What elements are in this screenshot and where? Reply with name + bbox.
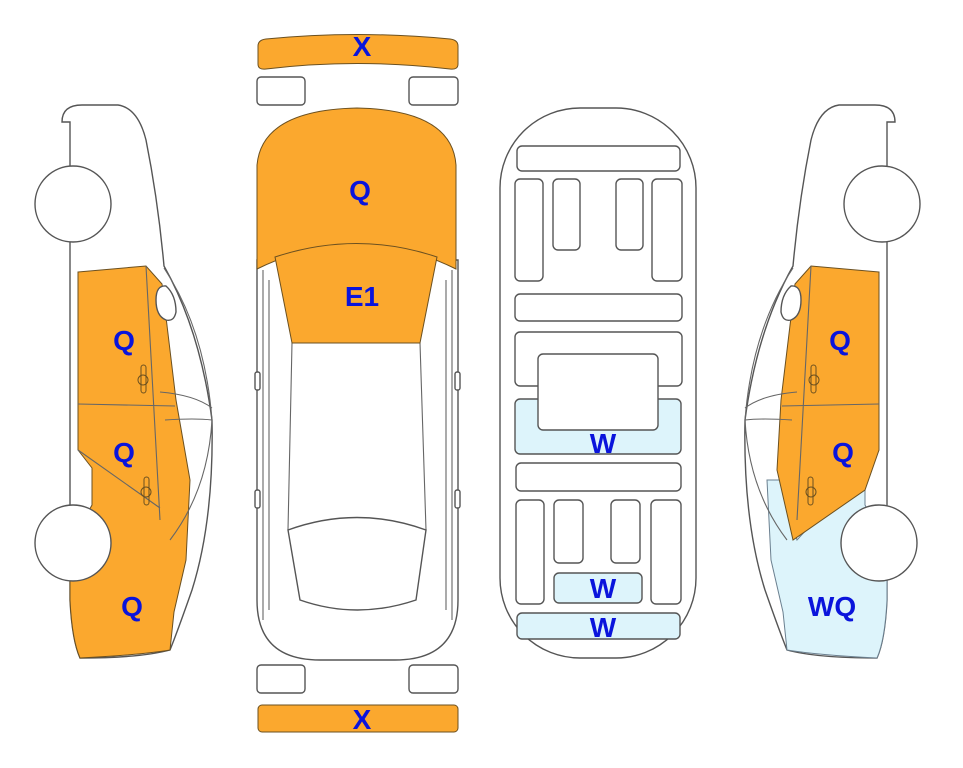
floor-view: W W W (499, 107, 697, 659)
rear-left-light (256, 664, 306, 694)
windshield-label: E1 (345, 281, 379, 312)
right-front-wheel (843, 165, 921, 243)
cabin-outline (287, 342, 427, 531)
windshield[interactable] (274, 243, 438, 344)
right-rear-fender-label: WQ (808, 591, 856, 622)
front-right-light (408, 76, 459, 106)
floor-rear-small-label: W (590, 573, 617, 604)
left-front-door-label: Q (113, 325, 135, 356)
right-rear-wheel (840, 504, 918, 582)
right-side-view: Q Q WQ (744, 104, 921, 659)
left-rear-fender-label: Q (121, 591, 143, 622)
hood-label: Q (349, 175, 371, 206)
rear-bumper[interactable] (257, 704, 459, 733)
door-handle-icon (137, 364, 149, 394)
left-rear-wheel (34, 504, 112, 582)
front-bumper[interactable] (257, 34, 459, 70)
floor-rear-small-panel[interactable] (553, 572, 643, 604)
rear-right-light (408, 664, 459, 694)
top-view: X Q E1 X (254, 31, 461, 735)
front-left-light (256, 76, 306, 106)
left-side-view: Q Q Q (34, 104, 213, 659)
left-front-wheel (34, 165, 112, 243)
right-rear-door-label: Q (832, 437, 854, 468)
rear-window (287, 516, 427, 611)
floor-middle-label: W (590, 428, 617, 459)
left-mirror (155, 285, 177, 322)
right-doors[interactable] (776, 265, 880, 541)
door-handle-icon (805, 476, 817, 506)
floor-rear-bar[interactable] (516, 612, 681, 640)
right-rear-fender[interactable] (766, 449, 888, 659)
door-handle-icon (140, 476, 152, 506)
left-rear-door-label: Q (113, 437, 135, 468)
floor-rear-bar-label: W (590, 612, 617, 643)
rear-bumper-label: X (353, 704, 372, 735)
right-front-door-label: Q (829, 325, 851, 356)
door-handle-icon (808, 364, 820, 394)
front-bumper-label: X (353, 31, 372, 62)
